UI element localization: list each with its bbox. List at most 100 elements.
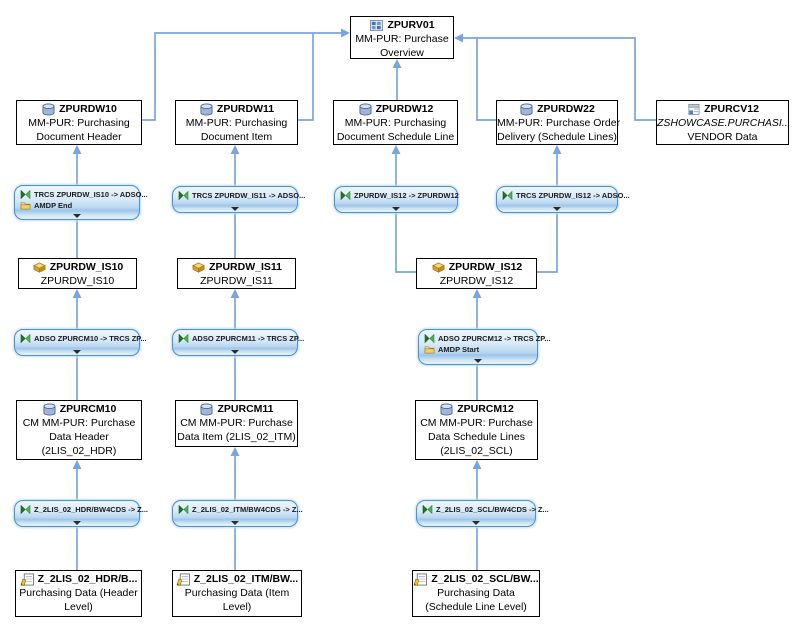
transformation-is10-to-zpurdw10[interactable]: TRCS ZPURDW_IS10 -> ADSO... AMDP End xyxy=(14,185,148,220)
adso-icon xyxy=(199,103,214,116)
node-title: ZPURCM10 xyxy=(59,403,117,415)
node-title: Z_2LIS_02_HDR/B... xyxy=(37,573,138,585)
node-zpurdw11[interactable]: ZPURDW11 MM-PUR: Purchasing Document Ite… xyxy=(175,100,298,145)
adso-icon xyxy=(41,103,56,116)
node-description: ZPURDW_IS10 xyxy=(40,275,115,287)
node-zpurcm12[interactable]: ZPURCM12 CM MM-PUR: Purchase Data Schedu… xyxy=(415,400,538,460)
transformation-hdr-to-cm10[interactable]: Z_2LIS_02_HDR/BW4CDS -> Z... xyxy=(14,500,148,527)
node-description: Purchasing Data (Header xyxy=(19,587,138,599)
node-title: ZPURV01 xyxy=(387,19,435,31)
transformation-cm10-to-is10[interactable]: ADSO ZPURCM10 -> TRCS ZP... xyxy=(14,329,147,356)
node-zpurdw10[interactable]: ZPURDW10 MM-PUR: Purchasing Document Hea… xyxy=(16,100,142,145)
adso-icon xyxy=(439,403,454,416)
expand-arrow-icon[interactable] xyxy=(472,521,480,525)
expand-arrow-icon[interactable] xyxy=(73,350,81,354)
amdp-label: AMDP Start xyxy=(438,345,480,354)
transformation-label: Z_2LIS_02_ITM/BW4CDS -> Z... xyxy=(192,505,303,514)
transformation-icon xyxy=(340,191,351,200)
expand-arrow-icon[interactable] xyxy=(553,207,561,211)
node-title: ZPURCM11 xyxy=(217,403,274,415)
node-zpurdw-is10[interactable]: ZPURDW_IS10 ZPURDW_IS10 xyxy=(18,258,137,289)
transformation-itm-to-cm11[interactable]: Z_2LIS_02_ITM/BW4CDS -> Z... xyxy=(172,500,303,527)
node-datasource-2lis-02-itm[interactable]: Z_2LIS_02_ITM/BW... Purchasing Data (Ite… xyxy=(172,570,302,617)
amdp-label: AMDP End xyxy=(34,201,73,210)
adso-icon xyxy=(519,103,534,116)
node-title: ZPURDW11 xyxy=(216,103,275,115)
expand-arrow-icon[interactable] xyxy=(231,207,239,211)
node-description: Purchasing Data (Item xyxy=(184,587,290,599)
node-description: MM-PUR: Purchasing xyxy=(344,117,447,129)
transformation-cm12-to-is12[interactable]: ADSO ZPURCM12 -> TRCS ZP... AMDP Start xyxy=(418,329,551,365)
adso-icon xyxy=(358,103,373,116)
transformation-label: ADSO ZPURCM10 -> TRCS ZP... xyxy=(34,334,147,343)
node-title: ZPURDW22 xyxy=(537,103,595,115)
node-description: (2LIS_02_SCL) xyxy=(440,445,513,457)
node-description: Document Schedule Line xyxy=(336,131,455,143)
transformation-icon xyxy=(502,191,513,200)
transformation-is12-to-zpurdw12[interactable]: ZPURDW_IS12 -> ZPURDW12 xyxy=(334,186,459,213)
node-description: ZPURDW_IS12 xyxy=(439,275,514,287)
transformation-icon xyxy=(424,334,435,343)
node-zpurcv12[interactable]: ZPURCV12 ZSHOWCASE.PURCHASI... VENDOR Da… xyxy=(656,100,791,145)
node-zpurdw-is12[interactable]: ZPURDW_IS12 ZPURDW_IS12 xyxy=(416,258,537,289)
connector xyxy=(142,32,341,121)
connector xyxy=(298,33,314,121)
node-zpurdw12[interactable]: ZPURDW12 MM-PUR: Purchasing Document Sch… xyxy=(333,100,458,145)
node-title: ZPURDW_IS12 xyxy=(448,261,523,273)
amdp-icon xyxy=(20,201,31,210)
expand-arrow-icon[interactable] xyxy=(231,521,239,525)
node-zpurcm11[interactable]: ZPURCM11 CM MM-PUR: Purchase Data Item (… xyxy=(175,400,298,447)
connector xyxy=(537,213,558,273)
expand-arrow-icon[interactable] xyxy=(392,207,400,211)
adso-icon xyxy=(199,403,214,416)
node-description: Delivery (Schedule Lines) xyxy=(497,131,617,143)
connector xyxy=(477,37,656,121)
node-zpurv01[interactable]: ZPURV01 MM-PUR: Purchase Overview xyxy=(350,16,454,59)
transformation-icon xyxy=(422,505,433,514)
expand-arrow-icon[interactable] xyxy=(73,214,81,218)
node-title: ZPURCM12 xyxy=(457,403,514,415)
infosource-icon xyxy=(191,261,206,274)
node-description: Document Header xyxy=(36,131,122,143)
node-description: ZSHOWCASE.PURCHASI... xyxy=(657,117,791,129)
node-description: Overview xyxy=(380,47,424,59)
transformation-icon xyxy=(20,505,31,514)
transformation-is12-to-zpurdw22[interactable]: TRCS ZPURDW_IS12 -> ADSO... xyxy=(496,186,630,213)
datasource-icon xyxy=(413,573,428,586)
node-description: VENDOR Data xyxy=(687,131,758,143)
adso-icon xyxy=(42,403,57,416)
transformation-label: Z_2LIS_02_SCL/BW4CDS -> Z... xyxy=(436,505,549,514)
node-description: MM-PUR: Purchasing xyxy=(28,117,130,129)
transformation-label: Z_2LIS_02_HDR/BW4CDS -> Z... xyxy=(34,505,148,514)
transformation-cm11-to-is11[interactable]: ADSO ZPURCM11 -> TRCS ZP... xyxy=(172,329,304,356)
node-description: MM-PUR: Purchasing xyxy=(185,117,288,129)
transformation-is11-to-zpurdw11[interactable]: TRCS ZPURDW_IS11 -> ADSO... xyxy=(172,186,305,213)
node-zpurdw-is11[interactable]: ZPURDW_IS11 ZPURDW_IS11 xyxy=(177,258,296,289)
node-zpurdw22[interactable]: ZPURDW22 MM-PUR: Purchase Order Delivery… xyxy=(496,100,621,145)
node-title: ZPURDW10 xyxy=(59,103,117,115)
node-description: Data Schedule Lines xyxy=(428,431,525,443)
expand-arrow-icon[interactable] xyxy=(474,359,482,363)
node-description: Level) xyxy=(222,601,252,613)
node-title: ZPURDW_IS11 xyxy=(209,261,282,273)
node-zpurcm10[interactable]: ZPURCM10 CM MM-PUR: Purchase Data Header… xyxy=(16,400,142,460)
connector-arrowheads xyxy=(72,28,562,469)
node-title: ZPURDW12 xyxy=(375,103,434,115)
transformation-scl-to-cm12[interactable]: Z_2LIS_02_SCL/BW4CDS -> Z... xyxy=(416,500,549,527)
node-description: MM-PUR: Purchase Order xyxy=(497,117,621,129)
transformation-icon xyxy=(20,334,31,343)
node-description: Data Header xyxy=(49,431,109,443)
node-description: CM MM-PUR: Purchase xyxy=(420,417,533,429)
expand-arrow-icon[interactable] xyxy=(73,521,81,525)
transformation-label: TRCS ZPURDW_IS11 -> ADSO... xyxy=(192,191,306,200)
connector xyxy=(395,213,416,273)
expand-arrow-icon[interactable] xyxy=(231,350,239,354)
node-datasource-2lis-02-scl[interactable]: Z_2LIS_02_SCL/BW... Purchasing Data (Sch… xyxy=(412,570,540,617)
transformation-label: ZPURDW_IS12 -> ZPURDW12 xyxy=(354,191,459,200)
datasource-icon xyxy=(176,573,191,586)
node-description: Data Item (2LIS_02_ITM) xyxy=(177,431,296,443)
node-datasource-2lis-02-hdr[interactable]: Z_2LIS_02_HDR/B... Purchasing Data (Head… xyxy=(15,570,142,617)
datasource-icon xyxy=(20,573,35,586)
